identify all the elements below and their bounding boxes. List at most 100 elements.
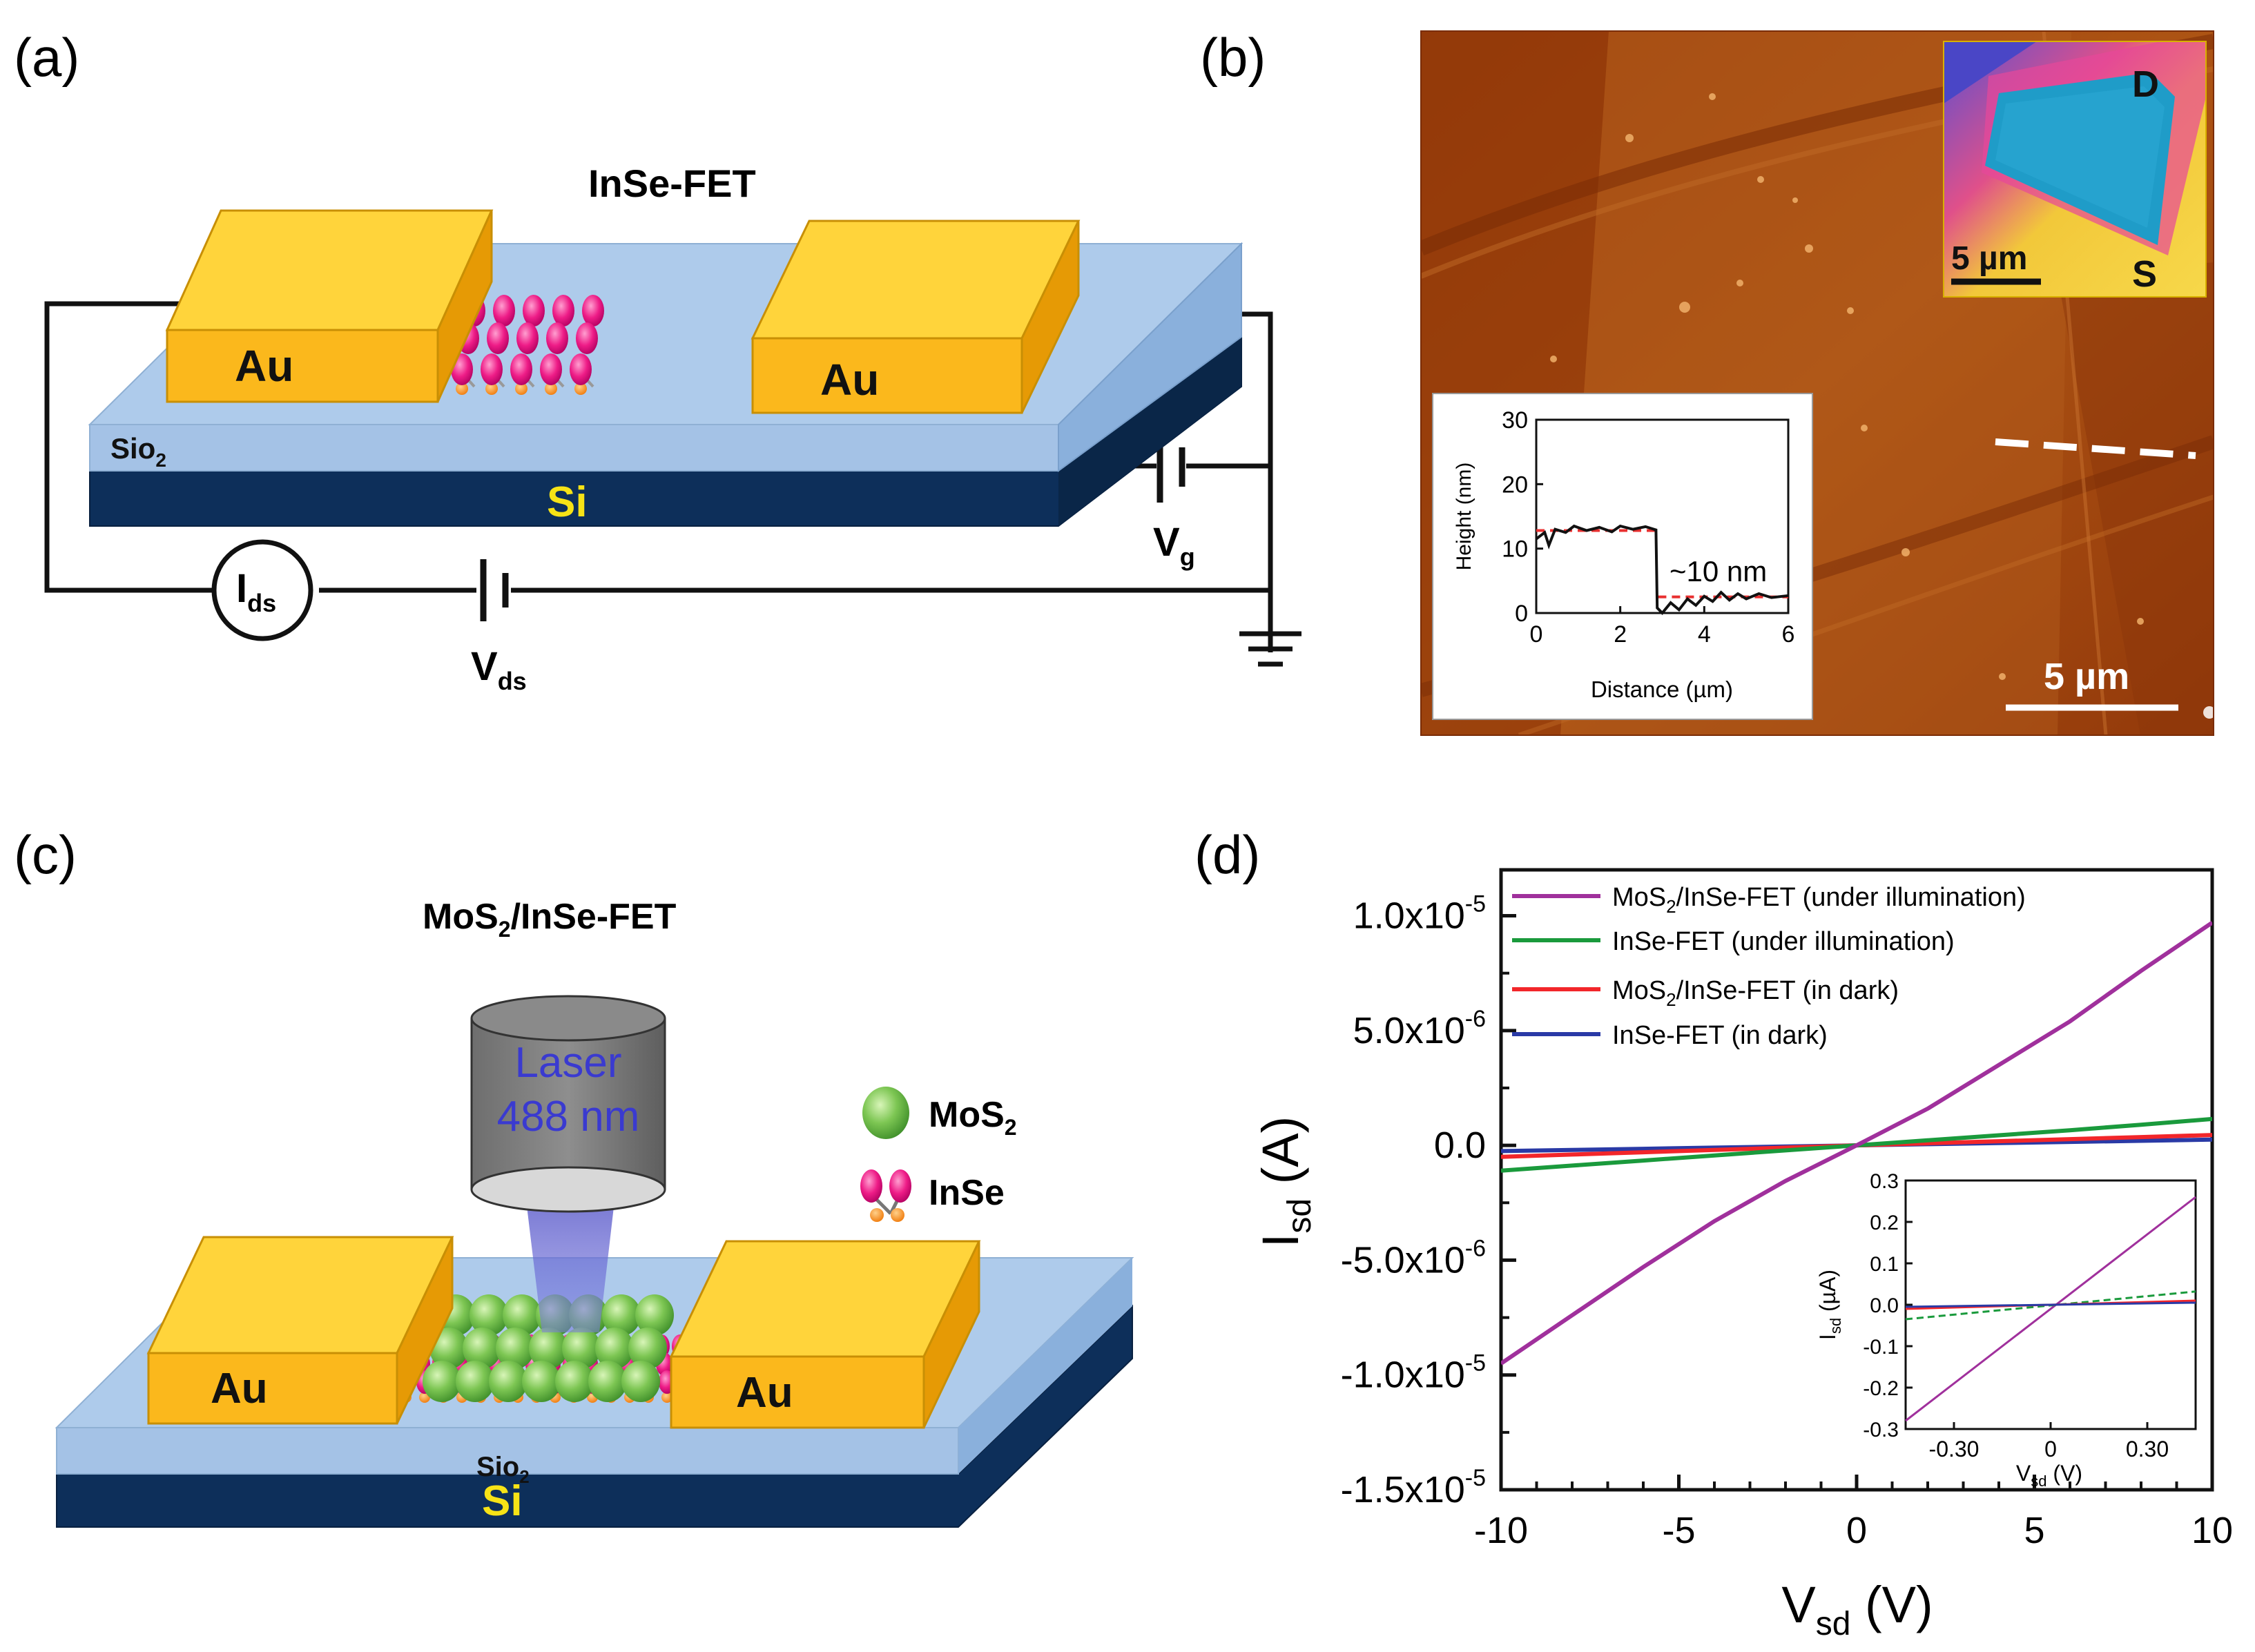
inset-ytick-label: 0.1 xyxy=(1870,1253,1899,1276)
iv-legend: MoS2/InSe-FET (under illumination) InSe-F… xyxy=(1512,883,2026,1050)
profile-xlabel: Distance (µm) xyxy=(1591,677,1733,702)
profile-annotation: ~10 nm xyxy=(1670,555,1767,587)
sio2-side-c xyxy=(958,1258,1132,1474)
panel-d-letter: (d) xyxy=(1194,824,1260,885)
profile-ylabel: Height (nm) xyxy=(1453,463,1475,571)
mos2-particle xyxy=(588,1361,627,1402)
au-right-label-c: Au xyxy=(736,1369,793,1417)
mos2-particle xyxy=(470,1294,508,1336)
panel-a: (a) InSe-FET xyxy=(14,27,1301,695)
profile-ytick-label: 0 xyxy=(1515,601,1528,627)
line-scan-marker xyxy=(1995,438,2196,459)
in-atom xyxy=(516,322,539,354)
inse-legend-icon xyxy=(860,1169,911,1222)
inset-xtick-label: 0.30 xyxy=(2126,1437,2169,1461)
in-atom xyxy=(570,353,592,385)
se-atom xyxy=(515,382,528,395)
mos2-particle xyxy=(503,1294,541,1336)
mos2-particle xyxy=(595,1328,634,1369)
profile-xtick-label: 6 xyxy=(1782,621,1795,648)
profile-ytick-label: 20 xyxy=(1502,472,1528,498)
au-right-label: Au xyxy=(820,355,879,405)
au-electrode-left-c xyxy=(146,1236,454,1425)
iv-xtick-label: 0 xyxy=(1846,1510,1867,1551)
ids-meter-icon xyxy=(211,539,313,641)
iv-ytick-label: 0.0 xyxy=(1434,1125,1486,1166)
iv-ytick-label: 1.0x10-5 xyxy=(1353,891,1486,937)
in-atom xyxy=(510,353,532,385)
in-atom xyxy=(481,353,503,385)
in-atom xyxy=(576,322,598,354)
inse-legend-label: InSe xyxy=(929,1173,1005,1213)
profile-curve xyxy=(1535,524,1789,615)
iv-legend-label: MoS2/InSe-FET (in dark) xyxy=(1612,976,1899,1010)
mos2-particle xyxy=(496,1328,534,1369)
substrate-label: Si xyxy=(547,478,588,526)
in-atom xyxy=(523,295,545,327)
in-atom xyxy=(487,322,509,354)
mos2-particle xyxy=(489,1361,528,1402)
iv-inset-xlabel: Vsd (V) xyxy=(2016,1461,2082,1490)
panel-a-title: InSe-FET xyxy=(588,162,756,205)
in-atom xyxy=(540,353,562,385)
iv-xlabel: Vsd (V) xyxy=(1781,1576,1933,1642)
panel-c-title: MoS2/InSe-FET xyxy=(423,897,677,942)
au-electrode-left xyxy=(165,209,494,403)
au-electrode-right xyxy=(751,220,1081,414)
ground-icon xyxy=(1239,631,1301,667)
ids-label: Ids xyxy=(236,566,276,617)
drain-label: D xyxy=(2132,64,2159,105)
profile-xtick-label: 0 xyxy=(1530,621,1543,648)
se-atom xyxy=(485,382,498,395)
panel-c: (c) MoS2/InSe-FET Sio2 Si Au Au xyxy=(14,824,1134,1528)
vg-label: Vg xyxy=(1153,520,1195,571)
inset-ytick-label: 0.0 xyxy=(1870,1294,1899,1317)
iv-curve xyxy=(1501,921,2212,1366)
iv-ytick-label: 5.0x10-6 xyxy=(1353,1006,1486,1051)
laser-beam xyxy=(525,1189,616,1332)
in-atom xyxy=(493,295,515,327)
iv-legend-label: InSe-FET (under illumination) xyxy=(1612,927,1955,956)
mos2-particle xyxy=(522,1361,561,1402)
iv-xtick-label: -10 xyxy=(1474,1510,1528,1551)
inset-ytick-label: 0.3 xyxy=(1870,1170,1899,1193)
mos2-legend-icon xyxy=(862,1087,909,1139)
au-left-label-c: Au xyxy=(211,1365,268,1412)
inset-ytick-label: -0.1 xyxy=(1863,1336,1899,1359)
mos2-particle xyxy=(423,1361,461,1402)
mos2-particle xyxy=(562,1328,601,1369)
substrate-label-c: Si xyxy=(482,1477,523,1525)
inset-xtick-label: -0.30 xyxy=(1929,1437,1980,1461)
mos2-particle xyxy=(555,1361,594,1402)
in-atom xyxy=(546,322,568,354)
in-atom xyxy=(552,295,574,327)
iv-curves xyxy=(1501,921,2212,1366)
iv-ytick-label: -1.5x10-5 xyxy=(1341,1465,1486,1510)
oxide-label-c: Sio2 xyxy=(476,1452,530,1487)
inset-ytick-label: -0.2 xyxy=(1863,1377,1899,1400)
mos2-particle xyxy=(602,1294,641,1336)
mos2-particle xyxy=(529,1328,568,1369)
profile-ytick-label: 10 xyxy=(1502,536,1528,563)
mos2-particle xyxy=(463,1328,501,1369)
iv-legend-label: MoS2/InSe-FET (under illumination) xyxy=(1612,883,2026,917)
se-atom xyxy=(574,382,587,395)
se-atom xyxy=(545,382,557,395)
profile-xtick-label: 2 xyxy=(1614,621,1627,648)
inset-curve xyxy=(1905,1196,2196,1422)
iv-xtick-label: 5 xyxy=(2024,1510,2044,1551)
vds-battery-icon xyxy=(480,559,509,621)
profile-line xyxy=(1535,524,1789,615)
panel-b-letter: (b) xyxy=(1200,27,1266,88)
inset-curve xyxy=(1905,1301,2196,1308)
laser-head-icon xyxy=(470,995,666,1213)
iv-inset-ylabel: Isd (µA) xyxy=(1815,1270,1844,1340)
iv-xtick-label: 10 xyxy=(2191,1510,2233,1551)
se-atom xyxy=(661,1392,672,1403)
iv-xtick-label: -5 xyxy=(1662,1510,1695,1551)
profile-ytick-label: 30 xyxy=(1502,407,1528,434)
mos2-particle xyxy=(628,1328,667,1369)
